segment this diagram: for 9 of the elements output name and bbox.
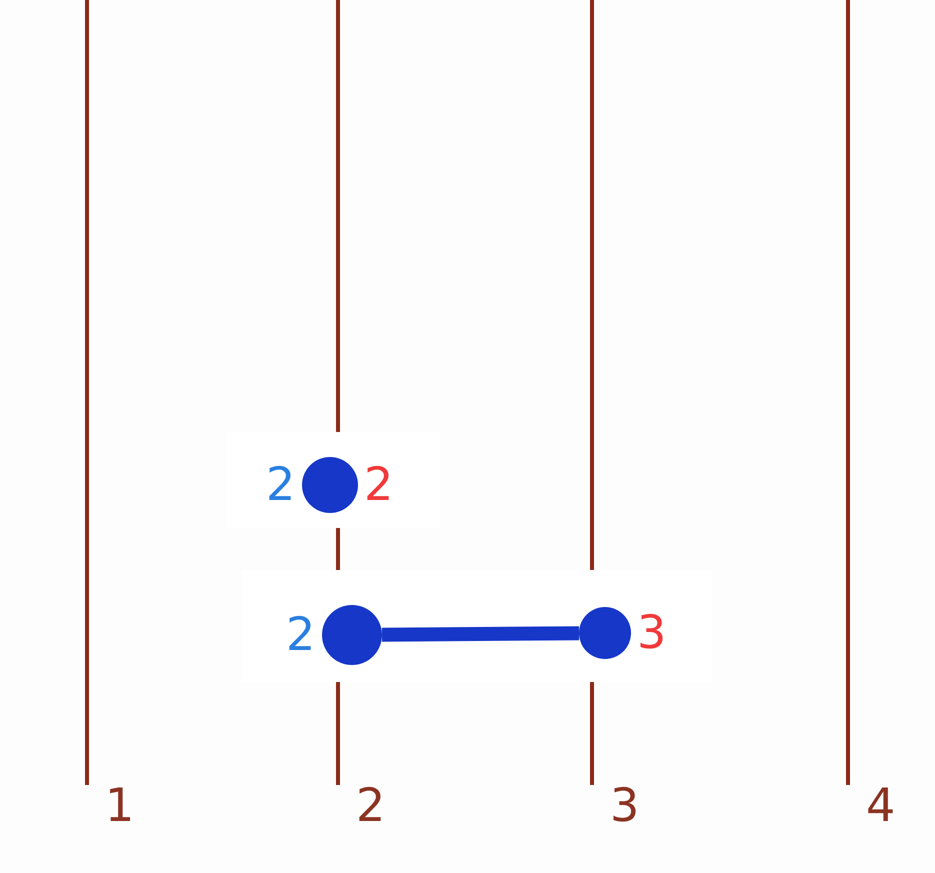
number-label: 2 — [286, 611, 316, 657]
number-label: 3 — [637, 609, 666, 655]
line-number: 1 — [105, 782, 134, 828]
number-label: 2 — [364, 461, 394, 507]
line-number: 4 — [866, 782, 896, 828]
line-number: 3 — [610, 782, 640, 828]
line-number: 2 — [356, 782, 386, 828]
connecting-bar — [382, 626, 580, 642]
number-label: 2 — [266, 461, 296, 507]
